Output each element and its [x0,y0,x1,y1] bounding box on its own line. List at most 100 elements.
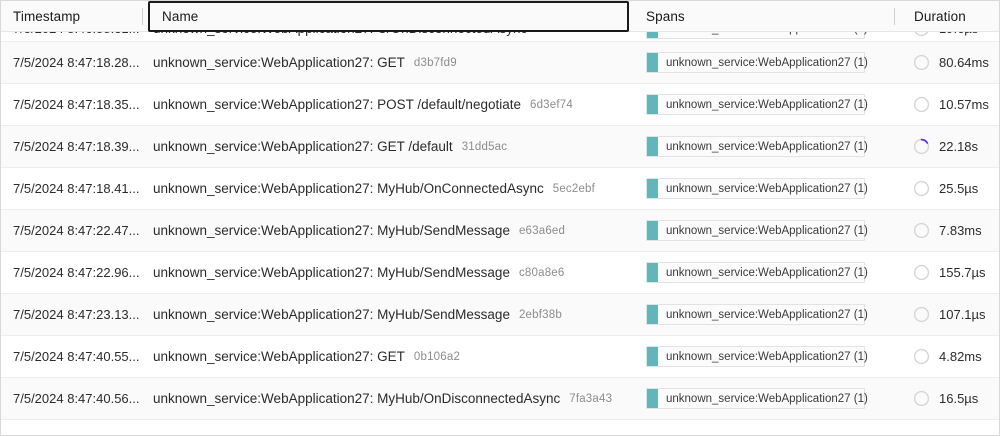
cell-duration: 7.83ms [909,210,999,251]
cell-duration: 16.5µs [909,378,999,419]
cell-duration: 80.64ms [909,42,999,83]
cell-spans: unknown_service:WebApplication27 (1) [646,32,891,41]
column-divider-2[interactable] [894,8,895,25]
span-color-bar [647,179,658,198]
column-header-duration[interactable]: Duration [909,1,999,32]
table-row[interactable]: 7/5/2024 8:47:18.28... unknown_service:We… [1,42,999,84]
table-row[interactable]: 7/5/2024 8:47:18.39... unknown_service:We… [1,126,999,168]
span-label-text: unknown_service:WebApplication27 (1) [658,32,876,38]
table-row[interactable]: 7/5/2024 8:46:58.31... unknown_service:We… [1,32,999,42]
span-color-bar [647,389,658,408]
span-chip[interactable]: unknown_service:WebApplication27 (1) [646,136,868,157]
cell-name: unknown_service:WebApplication27: POST /… [153,84,639,125]
trace-id-text: e5206a4 [536,32,582,35]
duration-text: 16.5µs [939,391,979,406]
trace-id-text: 6d3ef74 [529,98,573,111]
column-header-name[interactable]: Name [148,1,629,32]
span-label-text: unknown_service:WebApplication27 (1) [666,308,868,321]
cell-timestamp: 7/5/2024 8:47:18.28... [1,42,151,83]
column-header-duration-label: Duration [914,9,966,24]
column-header-timestamp[interactable]: Timestamp [1,1,141,32]
cell-spans: unknown_service:WebApplication27 (1) [646,168,891,209]
span-label-text: unknown_service:WebApplication27 (1) [666,98,868,111]
cell-duration: 155.7µs [909,252,999,293]
column-header-spans-label: Spans [646,9,685,24]
cell-spans: unknown_service:WebApplication27 (1) [646,336,891,377]
table-row[interactable]: 7/5/2024 8:47:18.35... unknown_service:We… [1,84,999,126]
timestamp-text: 7/5/2024 8:47:18.35... [13,97,140,112]
span-label-text: unknown_service:WebApplication27 (1) [666,56,868,69]
cell-timestamp: 7/5/2024 8:47:40.56... [1,378,151,419]
column-divider-1[interactable] [142,8,143,25]
cell-name: unknown_service:WebApplication27: MyHub/… [153,168,639,209]
span-color-bar [647,137,658,156]
table-row[interactable]: 7/5/2024 8:47:18.41...unknown_service:We… [1,168,999,210]
grid-header-row: Timestamp Name Spans Duration [1,1,999,32]
cell-duration: 19.6µs [909,32,999,41]
duration-text: 4.82ms [939,349,982,364]
span-chip[interactable]: unknown_service:WebApplication27 (1) [646,220,868,241]
table-row[interactable]: 7/5/2024 8:47:40.56...unknown_service:We… [1,378,999,420]
trace-name-text: unknown_service:WebApplication27: GET [153,55,405,70]
duration-ring-icon [913,264,930,281]
span-chip[interactable]: unknown_service:WebApplication27 (1) [646,388,868,409]
span-color-bar [647,263,658,282]
span-label-text: unknown_service:WebApplication27 (1) [666,140,868,153]
duration-ring-icon [913,222,930,239]
column-header-spans[interactable]: Spans [641,1,891,32]
table-row[interactable]: 7/5/2024 8:47:40.55... unknown_service:We… [1,336,999,378]
span-color-bar [647,221,658,240]
table-row[interactable]: 7/5/2024 8:47:23.13... unknown_service:We… [1,294,999,336]
trace-id-text: 0b106a2 [413,350,461,363]
cell-spans: unknown_service:WebApplication27 (1) [646,378,891,419]
column-header-timestamp-label: Timestamp [13,9,81,24]
trace-name-text: unknown_service:WebApplication27: MyHub/… [153,391,561,406]
cell-name: unknown_service:WebApplication27: C/OnDi… [153,32,639,41]
table-row[interactable]: 7/5/2024 8:47:22.96... unknown_service:We… [1,252,999,294]
cell-name: unknown_service:WebApplication27: GET 0b1… [153,336,639,377]
span-label-text: unknown_service:WebApplication27 (1) [666,224,868,237]
cell-timestamp: 7/5/2024 8:47:23.13... [1,294,151,335]
cell-name: unknown_service:WebApplication27: GET /d… [153,126,639,167]
cell-timestamp: 7/5/2024 8:47:22.96... [1,252,151,293]
span-chip[interactable]: unknown_service:WebApplication27 (1) [646,304,868,325]
trace-name-text: unknown_service:WebApplication27: MyHub/… [153,181,544,196]
span-chip[interactable]: unknown_service:WebApplication27 (1) [646,94,868,115]
span-color-bar [647,347,658,366]
duration-ring-icon [913,180,930,197]
trace-name-text: unknown_service:WebApplication27: GET /d… [153,139,453,154]
trace-name-text: unknown_service:WebApplication27: C/OnDi… [153,32,527,36]
span-color-bar [647,95,658,114]
cell-duration: 25.5µs [909,168,999,209]
trace-id-text: 5ec2ebf [552,182,596,195]
progress-spinner-icon [913,138,930,155]
trace-name-text: unknown_service:WebApplication27: MyHub/… [153,265,510,280]
span-chip[interactable]: unknown_service:WebApplication27 (1) [646,262,868,283]
cell-name: unknown_service:WebApplication27: MyHub/… [153,252,639,293]
trace-id-text: 31dd5ac [461,140,508,153]
timestamp-text: 7/5/2024 8:47:18.28... [13,55,140,70]
span-chip[interactable]: unknown_service:WebApplication27 (1) [646,346,868,367]
duration-ring-icon [913,96,930,113]
trace-id-text: c80a8e6 [518,266,565,279]
cell-spans: unknown_service:WebApplication27 (1) [646,42,891,83]
timestamp-text: 7/5/2024 8:47:22.47... [13,223,140,238]
cell-duration: 22.18s [909,126,999,167]
timestamp-text: 7/5/2024 8:47:22.96... [13,265,140,280]
span-color-bar [647,53,658,72]
span-chip[interactable]: unknown_service:WebApplication27 (1) [646,52,868,73]
grid-body[interactable]: 7/5/2024 8:46:58.31... unknown_service:We… [1,32,999,435]
timestamp-text: 7/5/2024 8:47:18.39... [13,139,140,154]
timestamp-text: 7/5/2024 8:47:23.13... [13,307,140,322]
trace-id-text: 7fa3a43 [569,392,613,405]
trace-name-text: unknown_service:WebApplication27: GET [153,349,405,364]
timestamp-text: 7/5/2024 8:46:58.31... [13,32,140,36]
cell-duration: 107.1µs [909,294,999,335]
table-row[interactable]: 7/5/2024 8:47:22.47... unknown_service:We… [1,210,999,252]
span-chip[interactable]: unknown_service:WebApplication27 (1) [646,32,868,39]
duration-text: 25.5µs [939,181,979,196]
timestamp-text: 7/5/2024 8:47:40.55... [13,349,140,364]
span-chip[interactable]: unknown_service:WebApplication27 (1) [646,178,868,199]
